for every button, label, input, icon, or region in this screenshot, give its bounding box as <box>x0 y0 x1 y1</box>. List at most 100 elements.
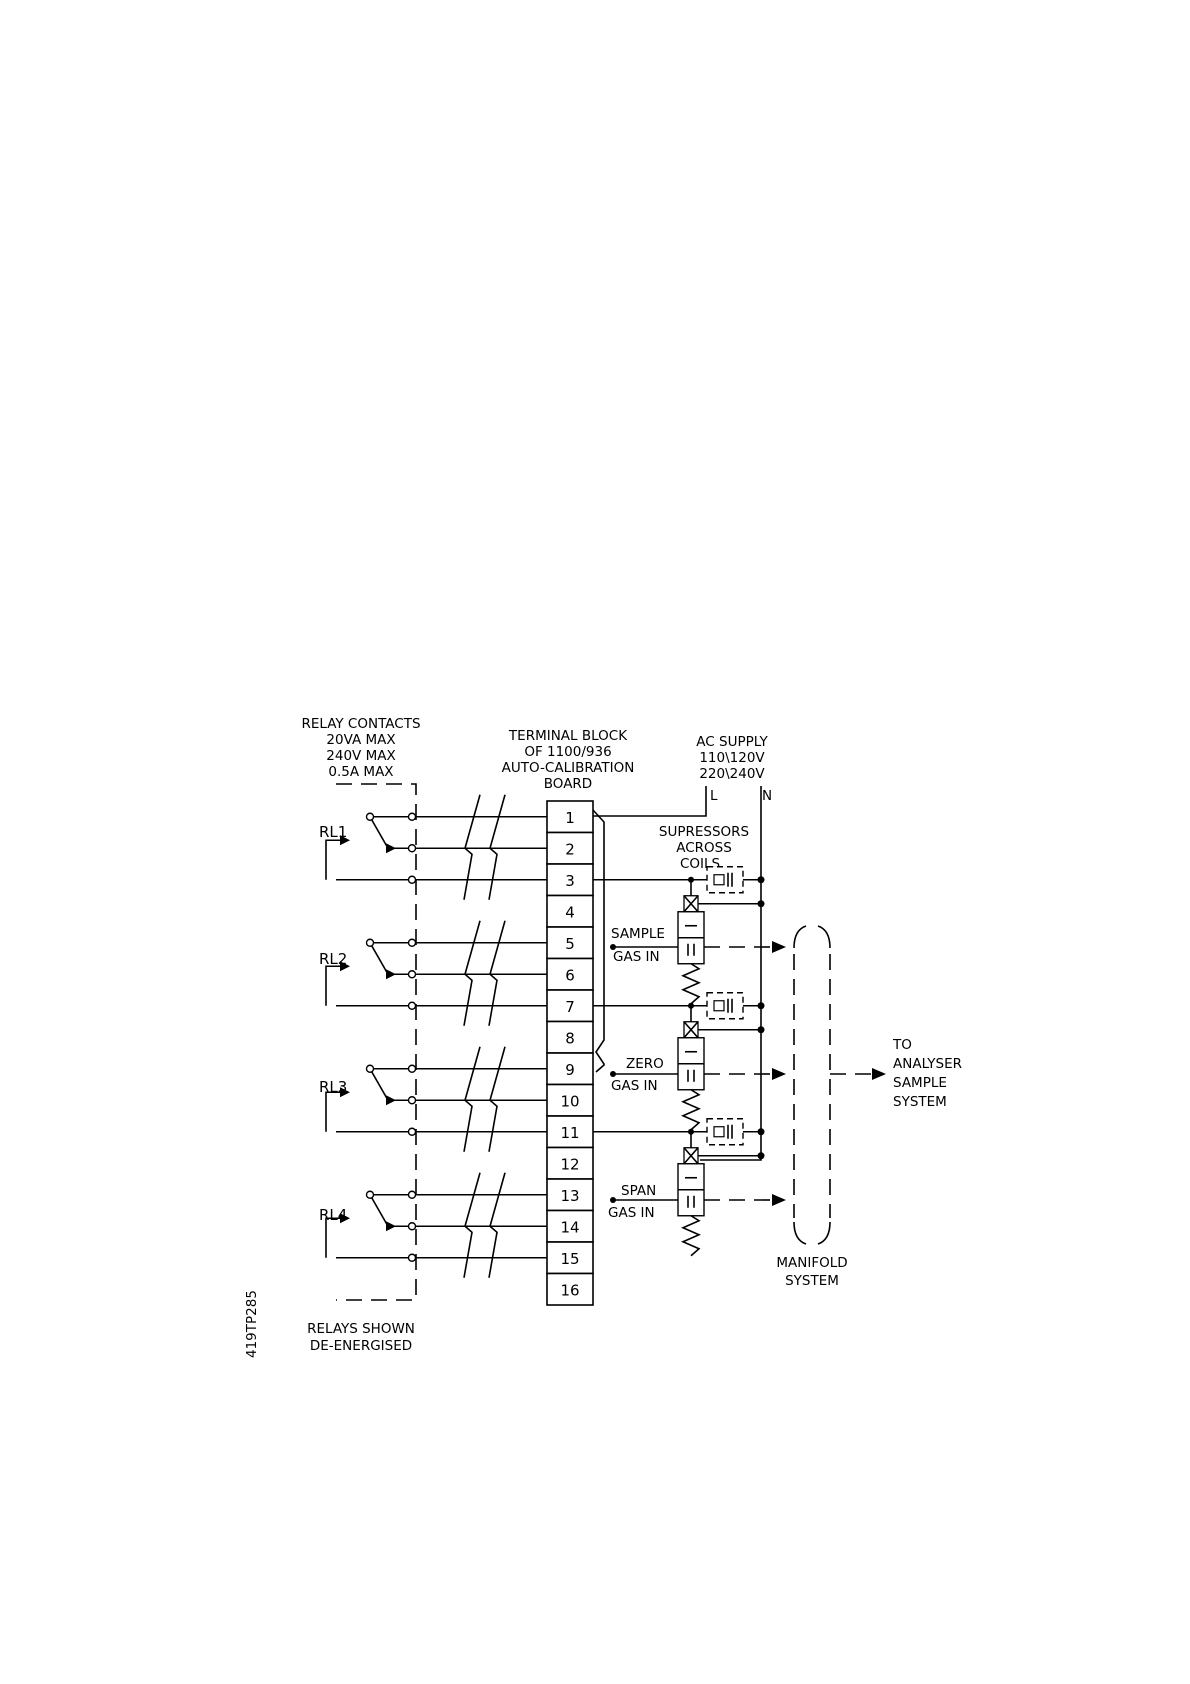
analyser-line3: SAMPLE <box>893 1075 947 1091</box>
rl4-nc-arrow <box>386 1221 396 1232</box>
rl1-no-ring <box>407 812 417 821</box>
relay-circuits <box>325 794 547 1278</box>
rl4-com-ring <box>407 1253 417 1262</box>
analyser-label: TO ANALYSER SAMPLE SYSTEM <box>892 1037 962 1110</box>
relays-note: RELAYS SHOWN DE-ENERGISED <box>307 1321 415 1354</box>
rl4-break-1 <box>488 1172 506 1278</box>
rl1-break-0 <box>463 794 481 900</box>
terminal-number-1: 1 <box>565 809 575 827</box>
manifold-label: MANIFOLD SYSTEM <box>776 1255 847 1289</box>
rl2-nc-arrow <box>386 969 396 980</box>
suppressor-span-resistor <box>713 1126 725 1138</box>
rl4-switch-arm <box>369 1194 389 1227</box>
valve-zero-spring <box>681 1089 701 1131</box>
gas-arrow-span <box>772 1194 786 1206</box>
manifold-bottom-left-arc <box>793 1221 807 1245</box>
terminal-number-10: 10 <box>560 1092 579 1110</box>
valve-sample-junction-n <box>757 876 765 884</box>
valve-sample-coil-junction <box>757 900 765 908</box>
analyser-line1: TO <box>892 1037 912 1053</box>
terminal-number-16: 16 <box>560 1281 579 1299</box>
valve-sample-spring <box>681 963 701 1005</box>
rl3-pivot-ring <box>365 1064 375 1073</box>
terminal-number-2: 2 <box>565 840 575 858</box>
suppressors-label: SUPRESSORS ACROSS COILS <box>659 824 749 872</box>
suppressor-sample-resistor <box>713 874 725 886</box>
manifold <box>793 925 886 1245</box>
rl4-pivot-ring <box>365 1190 375 1199</box>
zero-label-2: GAS IN <box>611 1078 658 1094</box>
rl4-no-ring <box>407 1190 417 1199</box>
terminal-13 <box>546 1178 594 1212</box>
valve-span-junction-n <box>757 1128 765 1136</box>
terminal-15 <box>546 1241 594 1275</box>
rl2-com-ring <box>407 1001 417 1010</box>
terminal-number-13: 13 <box>560 1187 579 1205</box>
rl2-switch-arm <box>369 942 389 975</box>
rl3-switch-arm <box>369 1068 389 1101</box>
terminal-number-9: 9 <box>565 1061 575 1079</box>
sample-label-2: GAS IN <box>613 949 660 965</box>
relay-contacts-label: RELAY CONTACTS 20VA MAX 240V MAX 0.5A MA… <box>301 716 420 780</box>
span-label-1: SPAN <box>621 1183 656 1199</box>
terminal-2 <box>546 831 594 865</box>
rl4-nc-ring <box>407 1222 417 1231</box>
rl2-return-loop <box>325 965 343 1006</box>
live-line <box>593 786 707 817</box>
suppressor-zero <box>706 992 744 1020</box>
relay-rating-v: 240V MAX <box>326 748 395 764</box>
terminal-block-line4: BOARD <box>544 776 592 792</box>
gas-arrow-zero <box>772 1068 786 1080</box>
valve-span-coil-junction <box>757 1152 765 1160</box>
relay-contacts-title: RELAY CONTACTS <box>301 716 420 732</box>
rl2-pivot-ring <box>365 938 375 947</box>
terminal-number-5: 5 <box>565 935 575 953</box>
terminal-block-line1: TERMINAL BLOCK <box>508 728 628 744</box>
rl1-nc-arrow <box>386 843 396 854</box>
valve-zero-junction-n <box>757 1002 765 1010</box>
analyser-arrow <box>872 1068 886 1080</box>
rl4-return-loop <box>325 1217 343 1258</box>
terminal-number-11: 11 <box>560 1124 579 1142</box>
relays-note-line2: DE-ENERGISED <box>310 1338 412 1354</box>
ac-supply-range2: 220\240V <box>699 766 765 782</box>
rl1-switch-arm <box>369 816 389 849</box>
terminal-16 <box>546 1272 594 1306</box>
terminal-block-line3: AUTO-CALIBRATION <box>502 760 635 776</box>
rl1-break-1 <box>488 794 506 900</box>
rl1-nc-ring <box>407 844 417 853</box>
terminal-number-12: 12 <box>560 1155 579 1173</box>
suppressor-zero-resistor <box>713 1000 725 1012</box>
terminal-number-7: 7 <box>565 998 575 1016</box>
supply-lines <box>593 786 762 1161</box>
rl3-nc-arrow <box>386 1095 396 1106</box>
relay-boundary <box>336 783 417 1301</box>
rl3-break-0 <box>463 1046 481 1152</box>
terminal-brace <box>592 809 605 1073</box>
terminal-number-8: 8 <box>565 1029 575 1047</box>
suppressors-line1: SUPRESSORS <box>659 824 749 840</box>
rl2-break-1 <box>488 920 506 1026</box>
suppressor-span <box>706 1118 744 1146</box>
manifold-line2: SYSTEM <box>785 1273 839 1289</box>
terminal-block-label: TERMINAL BLOCK OF 1100/936 AUTO-CALIBRAT… <box>502 728 635 792</box>
manifold-line1: MANIFOLD <box>776 1255 847 1271</box>
live-label: L <box>710 788 718 804</box>
suppressor-sample <box>706 866 744 894</box>
ac-supply-title: AC SUPPLY <box>696 734 768 750</box>
relay-label-rl3: RL3 <box>319 1078 347 1096</box>
rl3-return-arrow <box>340 1087 350 1098</box>
rl2-nc-ring <box>407 970 417 979</box>
terminal-number-3: 3 <box>565 872 575 890</box>
terminal-block-line2: OF 1100/936 <box>524 744 611 760</box>
valve-span <box>593 1118 786 1257</box>
rl2-no-ring <box>407 938 417 947</box>
terminal-8 <box>546 1020 594 1054</box>
valve-span-spring <box>681 1215 701 1257</box>
terminal-number-15: 15 <box>560 1250 579 1268</box>
neutral-label: N <box>762 788 772 804</box>
relay-label-rl4: RL4 <box>319 1206 347 1224</box>
relay-label-rl2: RL2 <box>319 950 347 968</box>
valve-zero-coil-junction <box>757 1026 765 1034</box>
rl3-no-ring <box>407 1064 417 1073</box>
